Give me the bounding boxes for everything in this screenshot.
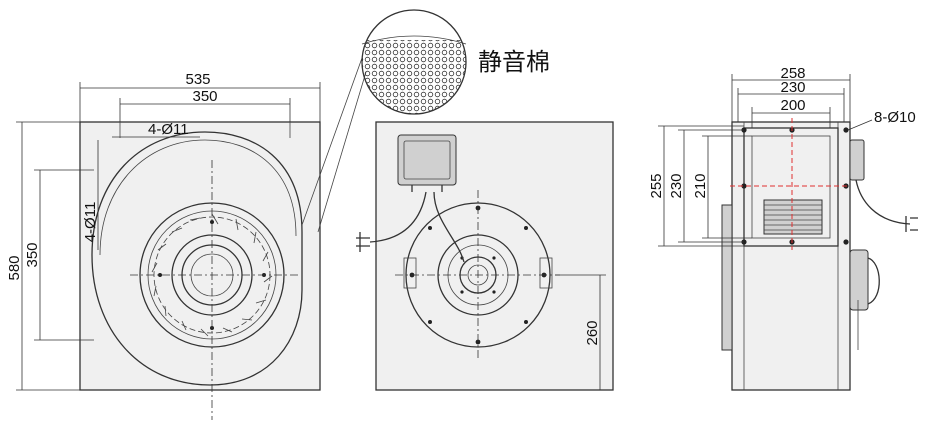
dim-width-350: 350: [192, 88, 217, 105]
dim-side-200: 200: [780, 97, 805, 114]
scroll-volute: [91, 131, 303, 386]
motor-body: [849, 249, 869, 311]
side-junction-box: [849, 139, 865, 181]
side-dimensions: 258 230 200 8-Ø10 255 230 210: [648, 65, 916, 247]
side-plug-icon: [905, 216, 918, 232]
outlet-grille: [763, 199, 823, 235]
rear-dimensions: 260: [555, 274, 606, 390]
cable-plug-icon: [356, 232, 370, 252]
dim-side-255: 255: [648, 173, 665, 198]
dim-height-580: 580: [6, 255, 23, 280]
front-dimensions: 535 350 4-Ø11 580 350 4-Ø11: [6, 71, 321, 391]
rear-view: [356, 121, 614, 391]
dim-flange-holes: 8-Ø10: [874, 109, 916, 126]
side-housing: [731, 121, 851, 391]
dim-side-230: 230: [780, 79, 805, 96]
front-housing: [79, 121, 321, 391]
dim-width-535: 535: [185, 71, 210, 88]
dim-center-260: 260: [584, 320, 601, 345]
front-view: [79, 121, 321, 420]
dim-side-210: 210: [692, 173, 709, 198]
insulation-label: 静音棉: [478, 48, 550, 76]
perforated-mesh: [362, 40, 466, 114]
dim-top-holes: 4-Ø11: [148, 121, 189, 138]
side-view: [721, 118, 918, 391]
impeller-blades: [151, 213, 273, 337]
inlet-flange-side: [721, 204, 733, 351]
dim-side-230-vertical: 230: [668, 173, 685, 198]
side-cable: [855, 179, 911, 225]
dim-side-258: 258: [780, 65, 805, 82]
junction-box: [397, 134, 457, 186]
dim-height-350: 350: [24, 242, 41, 267]
dim-side-holes: 4-Ø11: [82, 202, 99, 243]
